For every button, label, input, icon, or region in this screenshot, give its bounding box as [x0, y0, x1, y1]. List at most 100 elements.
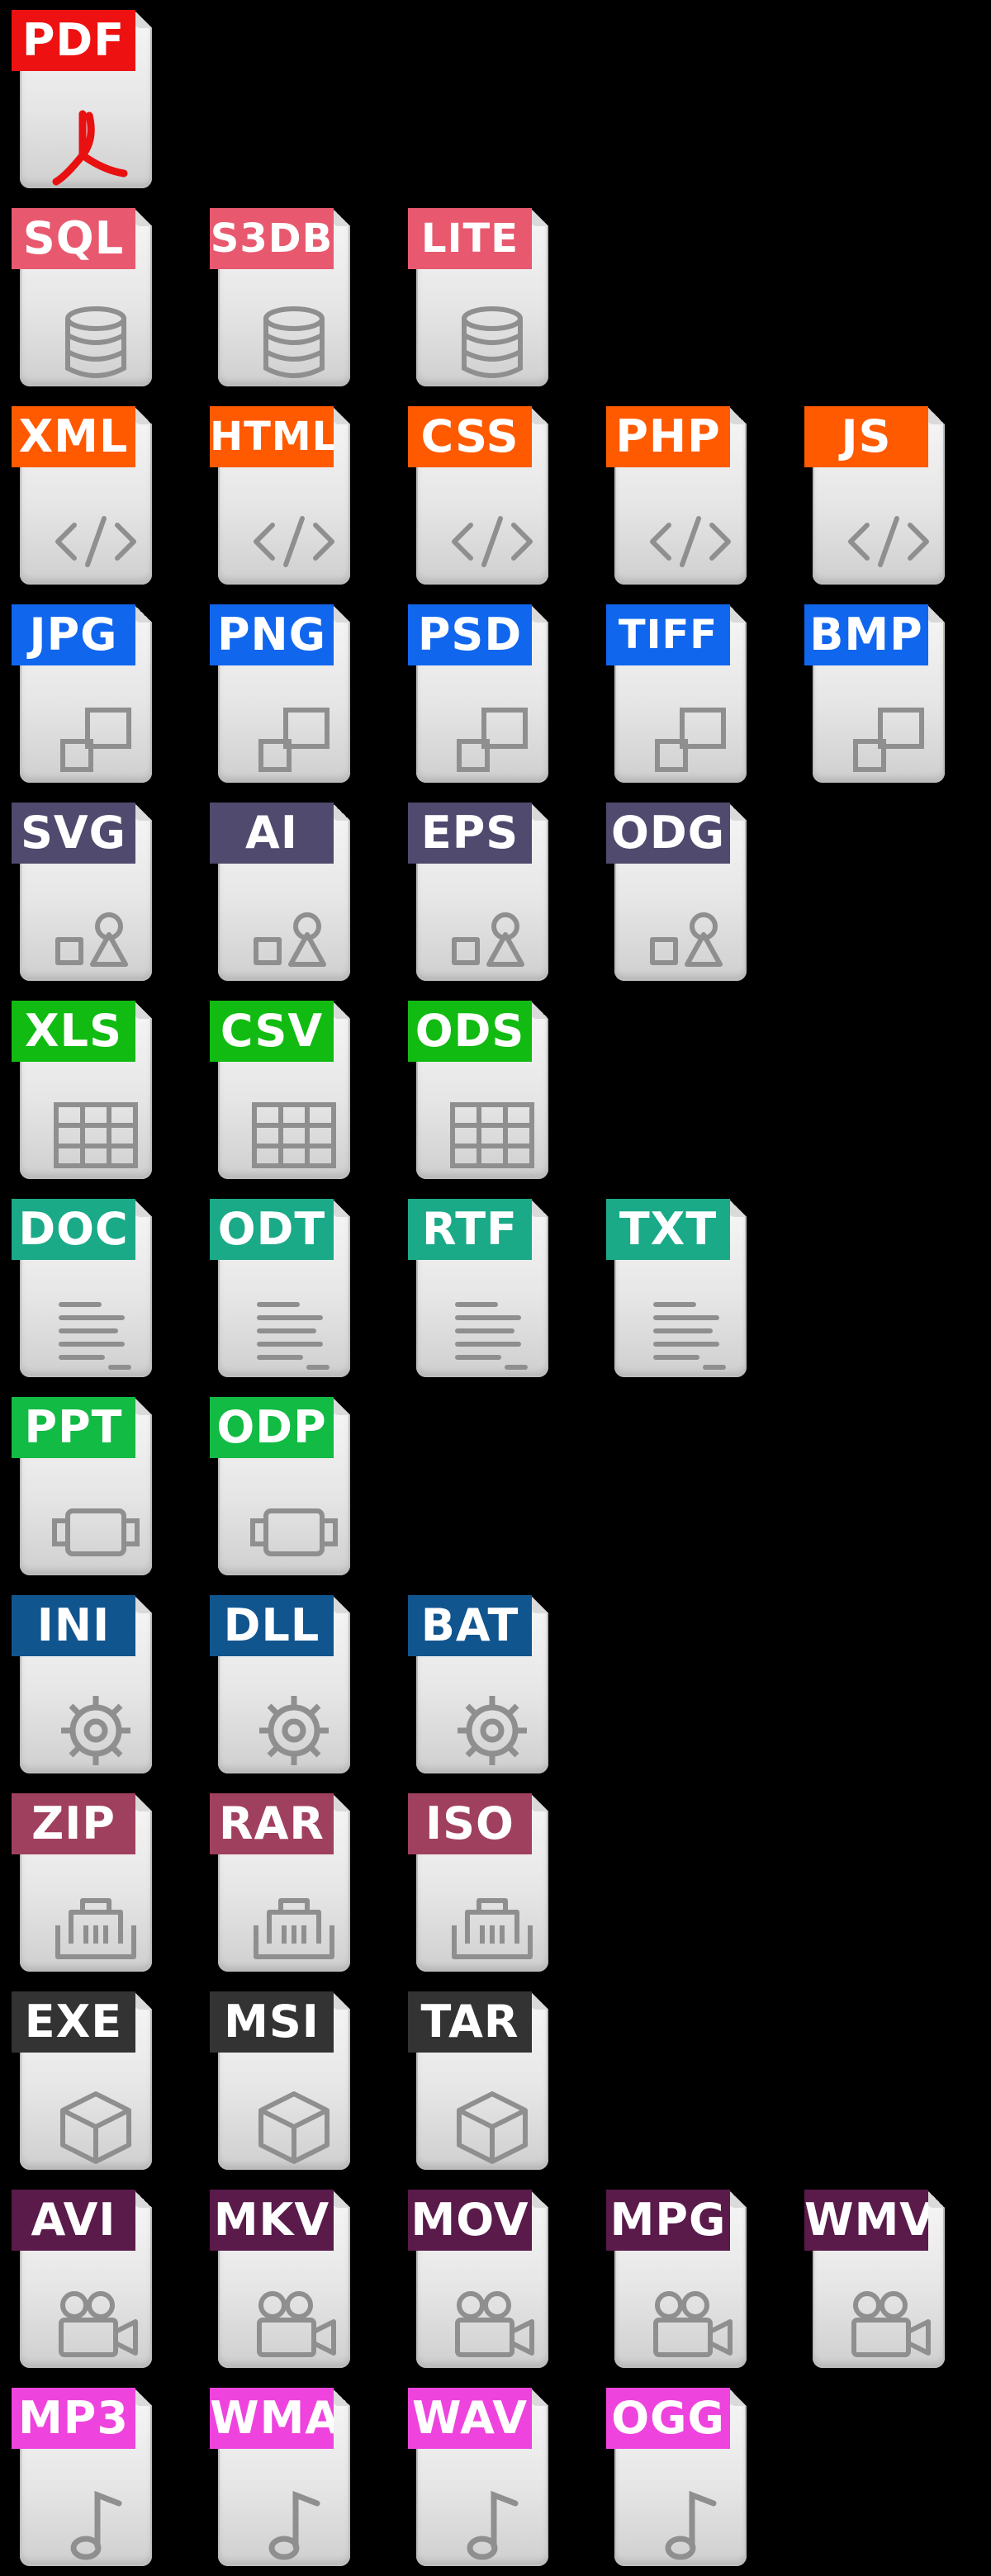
- file-icon-bmp[interactable]: BMP: [793, 594, 958, 793]
- file-icon-jpg[interactable]: JPG: [0, 594, 165, 793]
- file-icon-ai[interactable]: AI: [198, 793, 363, 991]
- file-icon-txt[interactable]: TXT: [595, 1189, 760, 1387]
- file-icon-iso[interactable]: ISO: [396, 1783, 562, 1982]
- page-fold: [530, 208, 548, 226]
- video-camera-icon: [248, 2285, 340, 2365]
- file-icon-php[interactable]: PHP: [595, 396, 760, 594]
- raster-image-icon: [446, 700, 538, 779]
- file-icon-sql[interactable]: SQL: [0, 198, 165, 396]
- file-icon-zip[interactable]: ZIP: [0, 1783, 165, 1982]
- file-icon-html[interactable]: HTML: [198, 396, 363, 594]
- page-fold: [134, 208, 152, 226]
- page-fold: [728, 604, 747, 623]
- page-fold: [134, 1991, 152, 2010]
- file-icon-js[interactable]: JS: [793, 396, 958, 594]
- file-icon-exe[interactable]: EXE: [0, 1982, 165, 2180]
- icon-row-pdf: PDF: [0, 0, 991, 198]
- page-fold: [134, 803, 152, 821]
- file-icon-odt[interactable]: ODT: [198, 1189, 363, 1387]
- raster-image-icon: [50, 700, 142, 779]
- file-icon-ogg[interactable]: OGG: [595, 2378, 760, 2576]
- page-fold: [332, 604, 350, 623]
- file-icon-csv[interactable]: CSV: [198, 991, 363, 1189]
- vector-image-icon: [248, 898, 340, 978]
- file-type-label: BMP: [804, 604, 928, 665]
- presentation-icon: [50, 1493, 142, 1572]
- package-icon: [50, 2087, 142, 2166]
- file-icon-ini[interactable]: INI: [0, 1585, 165, 1783]
- page-fold: [530, 1991, 548, 2010]
- file-type-label: WAV: [408, 2388, 532, 2449]
- file-icon-dll[interactable]: DLL: [198, 1585, 363, 1783]
- file-type-label: AVI: [12, 2190, 135, 2251]
- file-type-label: TXT: [606, 1199, 730, 1260]
- presentation-icon: [248, 1493, 340, 1572]
- file-icon-doc[interactable]: DOC: [0, 1189, 165, 1387]
- file-icon-png[interactable]: PNG: [198, 594, 363, 793]
- page-fold: [332, 1793, 350, 1811]
- file-icon-mkv[interactable]: MKV: [198, 2180, 363, 2378]
- file-icon-css[interactable]: CSS: [396, 396, 562, 594]
- vector-image-icon: [644, 898, 737, 978]
- file-icon-mp3[interactable]: MP3: [0, 2378, 165, 2576]
- file-icon-ppt[interactable]: PPT: [0, 1387, 165, 1585]
- file-icon-rar[interactable]: RAR: [198, 1783, 363, 1982]
- raster-image-icon: [644, 700, 737, 779]
- file-icon-svg[interactable]: SVG: [0, 793, 165, 991]
- page-fold: [530, 1793, 548, 1811]
- file-icon-tiff[interactable]: TIFF: [595, 594, 760, 793]
- file-icon-odp[interactable]: ODP: [198, 1387, 363, 1585]
- page-fold: [728, 406, 747, 424]
- page-fold: [728, 803, 747, 821]
- music-note-icon: [248, 2484, 340, 2563]
- file-icon-avi[interactable]: AVI: [0, 2180, 165, 2378]
- document-icon: [248, 1295, 340, 1374]
- file-type-label: S3DB: [210, 208, 334, 269]
- file-icon-eps[interactable]: EPS: [396, 793, 562, 991]
- file-icon-mpg[interactable]: MPG: [595, 2180, 760, 2378]
- page-fold: [728, 2388, 747, 2406]
- file-icon-mov[interactable]: MOV: [396, 2180, 562, 2378]
- database-icon: [50, 304, 142, 383]
- file-icon-xml[interactable]: XML: [0, 396, 165, 594]
- document-icon: [644, 1295, 737, 1374]
- page-fold: [332, 1397, 350, 1415]
- pdf-icon: [50, 106, 142, 186]
- file-icon-psd[interactable]: PSD: [396, 594, 562, 793]
- file-icon-s3db[interactable]: S3DB: [198, 198, 363, 396]
- file-icon-wav[interactable]: WAV: [396, 2378, 562, 2576]
- file-type-label: JPG: [12, 604, 135, 665]
- vector-image-icon: [50, 898, 142, 978]
- page-fold: [134, 406, 152, 424]
- file-type-label: SQL: [12, 208, 135, 269]
- video-camera-icon: [446, 2285, 538, 2365]
- file-icon-odg[interactable]: ODG: [595, 793, 760, 991]
- page-fold: [134, 1199, 152, 1217]
- page-fold: [134, 10, 152, 28]
- page-fold: [134, 604, 152, 623]
- file-type-label: ODS: [408, 1001, 532, 1062]
- file-icon-xls[interactable]: XLS: [0, 991, 165, 1189]
- package-icon: [248, 2087, 340, 2166]
- file-icon-pdf[interactable]: PDF: [0, 0, 165, 198]
- spreadsheet-icon: [248, 1096, 340, 1176]
- file-type-label: MSI: [210, 1991, 334, 2053]
- file-icon-wmv[interactable]: WMV: [793, 2180, 958, 2378]
- music-note-icon: [644, 2484, 737, 2563]
- file-icon-msi[interactable]: MSI: [198, 1982, 363, 2180]
- music-note-icon: [50, 2484, 142, 2563]
- file-icon-ods[interactable]: ODS: [396, 991, 562, 1189]
- document-icon: [50, 1295, 142, 1374]
- file-icon-tar[interactable]: TAR: [396, 1982, 562, 2180]
- file-icon-bat[interactable]: BAT: [396, 1585, 562, 1783]
- page-fold: [134, 1793, 152, 1811]
- file-icon-wma[interactable]: WMA: [198, 2378, 363, 2576]
- file-type-label: PDF: [12, 10, 135, 71]
- file-icon-rtf[interactable]: RTF: [396, 1189, 562, 1387]
- file-icon-lite[interactable]: LITE: [396, 198, 562, 396]
